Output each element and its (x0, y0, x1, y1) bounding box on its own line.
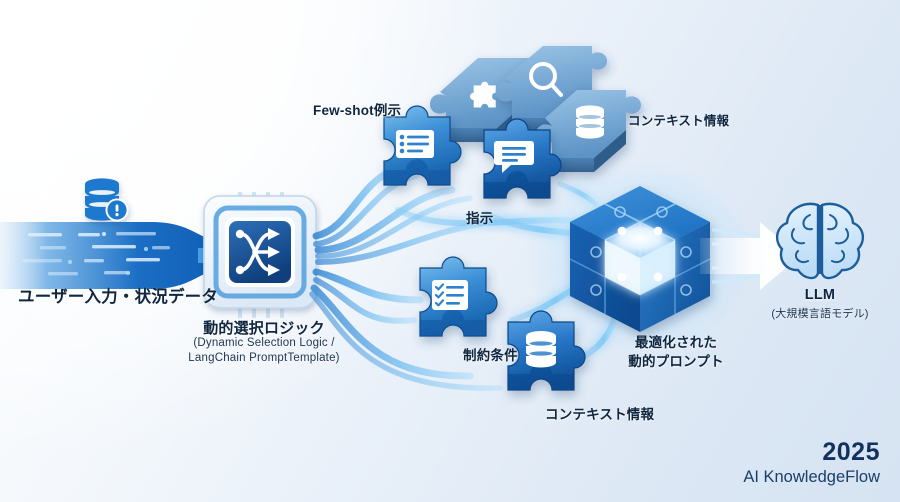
label-instruction: 指示 (466, 211, 494, 226)
label-prompt-line1: 最適化された (634, 335, 718, 350)
brand-name: AI KnowledgeFlow (743, 468, 880, 486)
data-stream (0, 222, 238, 289)
label-llm: LLM (804, 287, 836, 303)
label-logic-main: 動的選択ロジック (203, 320, 325, 337)
database-alert-icon (85, 178, 129, 222)
piece-database-icon-tile (536, 90, 641, 172)
piece-constraint-checklist (419, 256, 498, 337)
brand-year: 2025 (822, 438, 880, 466)
puzzle-cube-prompt (525, 160, 755, 356)
shuffle-chip-icon (203, 192, 317, 318)
label-few-shot: Few-shot例示 (313, 103, 402, 118)
label-logic-sub-line1: (Dynamic Selection Logic / (193, 337, 335, 349)
label-context-top: コンテキスト情報 (628, 114, 730, 128)
flow-prompt-to-llm (700, 222, 800, 290)
label-constraint: 制約条件 (463, 348, 518, 363)
piece-fewshot-list (383, 105, 462, 186)
label-prompt-line2: 動的プロンプト (628, 354, 724, 369)
label-llm-sub: (大規模言語モデル) (771, 308, 869, 320)
label-user-input: ユーザー入力・状況データ (18, 288, 219, 306)
label-logic-sub-line2: LangChain PromptTemplate) (188, 352, 340, 364)
brain-icon (775, 202, 865, 280)
piece-instruction-chat (483, 118, 562, 199)
label-context-bottom: コンテキスト情報 (545, 407, 655, 422)
